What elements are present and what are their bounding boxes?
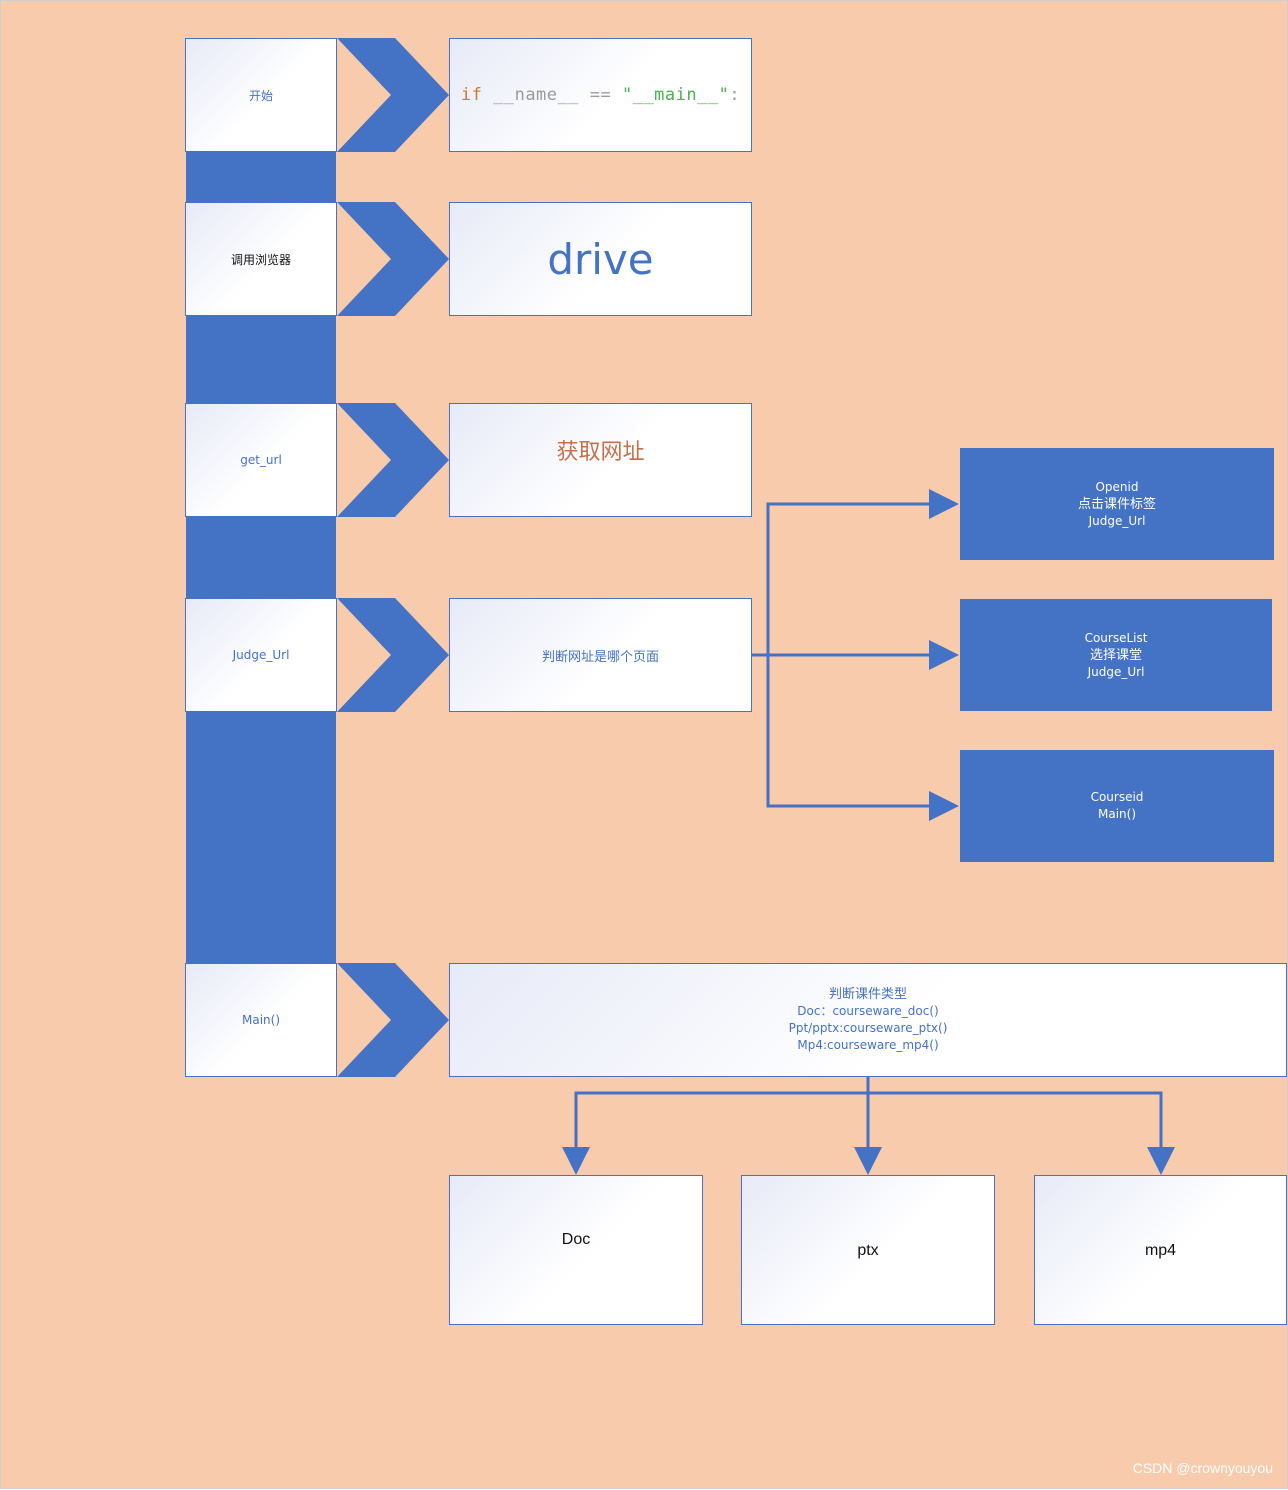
detail-drive: drive	[449, 202, 752, 316]
arrowhead-icon	[929, 791, 959, 821]
code-quote-close: "	[718, 85, 730, 105]
branch-openid-line: Judge_Url	[1088, 513, 1146, 528]
detail-main-line: 判断课件类型	[828, 987, 907, 1002]
branch-courselist-line: CourseList	[1084, 630, 1148, 645]
step-get-url-label: get_url	[240, 453, 282, 467]
branch-courseid: Courseid Main()	[960, 750, 1274, 862]
branch-courselist-line: 选择课堂	[1089, 647, 1142, 663]
output-doc: Doc	[449, 1175, 703, 1325]
step-open-browser: 调用浏览器	[185, 202, 337, 316]
code-quote-open: "	[621, 85, 633, 105]
code-colon: :	[729, 85, 741, 105]
code-name: __name__	[482, 85, 590, 105]
output-ptx-label: ptx	[857, 1242, 879, 1259]
step-main: Main()	[185, 963, 337, 1077]
branch-openid-line: Openid	[1095, 479, 1139, 494]
code-keyword-if: if	[460, 85, 483, 105]
detail-get-url: 获取网址	[449, 403, 752, 517]
detail-get-url-text: 获取网址	[556, 440, 645, 465]
detail-judge-url: 判断网址是哪个页面	[449, 598, 752, 712]
branch-courselist-line: Judge_Url	[1087, 664, 1145, 679]
arrowhead-icon	[1147, 1147, 1175, 1175]
step-judge-url: Judge_Url	[185, 598, 337, 712]
detail-main-line: Mp4:courseware_mp4()	[797, 1038, 939, 1052]
chevron-arrow-icon	[337, 963, 449, 1077]
arrowhead-icon	[854, 1147, 882, 1175]
output-mp4-label: mp4	[1144, 1242, 1177, 1259]
step-judge-url-label: Judge_Url	[232, 648, 290, 662]
step-start: 开始	[185, 38, 337, 152]
watermark: CSDN @crownyouyou	[1132, 1460, 1273, 1476]
arrowhead-icon	[929, 640, 959, 670]
code-string-main: __main__	[632, 85, 719, 105]
chevron-arrow-icon	[337, 202, 449, 316]
branch-courselist: CourseList 选择课堂 Judge_Url	[960, 599, 1272, 711]
chevron-arrow-icon	[337, 403, 449, 517]
chevron-arrow-icon	[337, 598, 449, 712]
branch-courseid-line: Courseid	[1090, 790, 1144, 804]
detail-drive-text: drive	[547, 234, 654, 284]
arrowhead-icon	[929, 489, 959, 519]
branch-openid-line: 点击课件标签	[1077, 496, 1156, 512]
output-ptx: ptx	[741, 1175, 995, 1325]
detail-judge-url-text: 判断网址是哪个页面	[541, 649, 659, 665]
detail-main-guard: if __name__ == "__main__":	[449, 38, 752, 152]
step-start-label: 开始	[248, 88, 273, 103]
step-get-url: get_url	[185, 403, 337, 517]
branch-courseid-line: Main()	[1097, 807, 1136, 821]
branch-openid: Openid 点击课件标签 Judge_Url	[960, 448, 1274, 560]
detail-main-line: Doc：courseware_doc()	[797, 1004, 939, 1018]
output-mp4: mp4	[1034, 1175, 1287, 1325]
code-operator: ==	[589, 85, 622, 105]
arrowhead-icon	[562, 1147, 590, 1175]
step-main-label: Main()	[241, 1013, 280, 1027]
step-open-browser-label: 调用浏览器	[230, 252, 291, 267]
detail-main: 判断课件类型 Doc：courseware_doc() Ppt/pptx:cou…	[449, 963, 1287, 1077]
output-doc-label: Doc	[561, 1231, 591, 1248]
detail-main-line: Ppt/pptx:courseware_ptx()	[788, 1021, 948, 1035]
chevron-arrow-icon	[337, 38, 449, 152]
